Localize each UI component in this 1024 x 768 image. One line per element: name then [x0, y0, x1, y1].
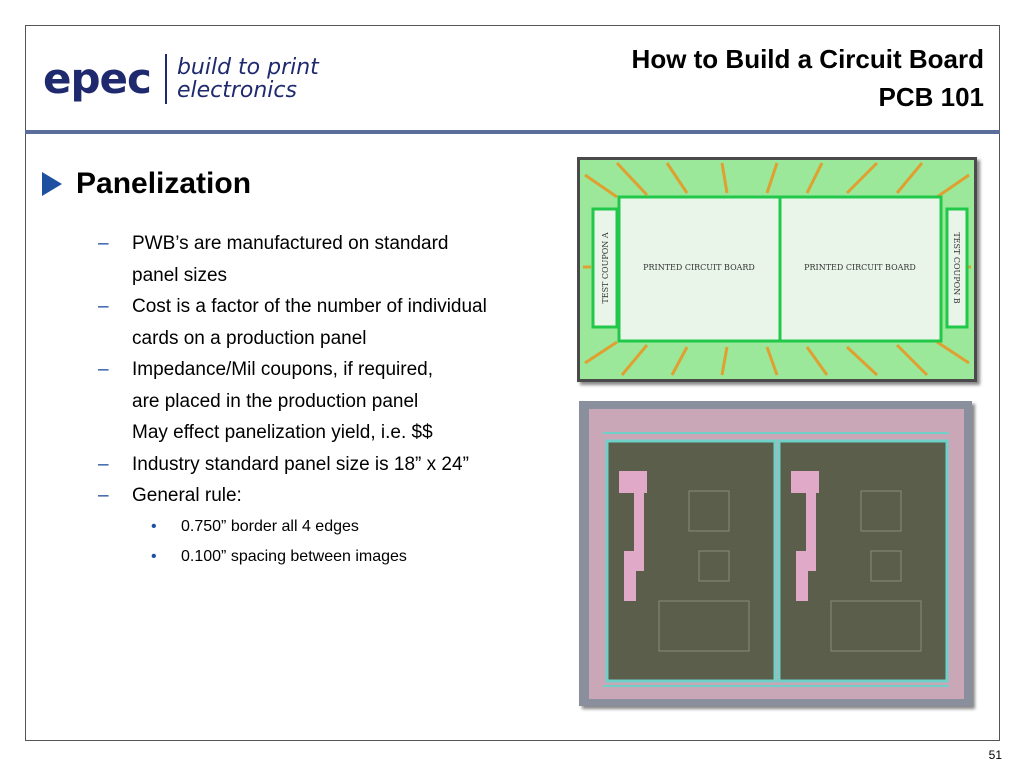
title-line-2: PCB 101 — [878, 82, 985, 112]
sub-bullet-text: 0.100” spacing between images — [181, 547, 407, 565]
bullet-text: panel sizes — [132, 264, 228, 286]
bullet-text: are placed in the production panel — [132, 390, 419, 412]
board-label-left: PRINTED CIRCUIT BOARD — [643, 263, 755, 272]
logo-divider — [164, 54, 167, 104]
bullet-text: Industry standard panel size is 18” x 24… — [132, 453, 469, 475]
title-line-1: How to Build a Circuit Board — [631, 44, 984, 74]
bullet-continuation: panel sizes — [98, 260, 578, 292]
header-rule — [25, 130, 1000, 134]
sub-bullet-item: • 0.100” spacing between images — [98, 542, 578, 572]
dash-icon: – — [98, 233, 109, 254]
dash-icon: – — [98, 485, 109, 506]
dash-icon: – — [98, 453, 109, 475]
test-coupon-a — [591, 207, 619, 329]
bullet-continuation: May effect panelization yield, i.e. $$ — [98, 417, 578, 449]
bullet-text: May effect panelization yield, i.e. $$ — [132, 422, 433, 443]
bullet-text: Cost is a factor of the number of indivi… — [132, 296, 487, 317]
bullet-item: – Impedance/Mil coupons, if required, — [98, 354, 578, 386]
sub-bullet-list: • 0.750” border all 4 edges • 0.100” spaci… — [98, 512, 578, 572]
bullet-item: – PWB’s are manufactured on standard — [98, 228, 578, 260]
bullet-item: – General rule: — [98, 480, 578, 512]
bullet-continuation: cards on a production panel — [98, 323, 578, 355]
coupon-label-a: TEST COUPON A — [601, 232, 610, 303]
bullet-item: – Cost is a factor of the number of indiv… — [98, 291, 578, 323]
bullet-text: PWB’s are manufactured on standard — [132, 233, 449, 254]
test-coupon-b — [945, 207, 969, 329]
play-arrow-icon — [42, 172, 62, 196]
logo-tagline-line1: build to print — [176, 55, 319, 80]
bullet-continuation: are placed in the production panel — [98, 386, 578, 418]
section-heading: Panelization — [76, 167, 252, 200]
dot-icon: • — [151, 547, 157, 565]
section-heading-row: Panelization — [42, 167, 251, 201]
bullet-text: cards on a production panel — [132, 327, 367, 349]
slide-title: How to Build a Circuit Board PCB 101 — [632, 40, 984, 116]
production-panel-photo — [579, 401, 972, 706]
dot-icon: • — [151, 517, 157, 535]
panel-rays — [583, 161, 971, 377]
panel-diagram: PRINTED CIRCUIT BOARD PRINTED CIRCUIT BO… — [577, 157, 977, 382]
trace-pattern — [658, 490, 922, 652]
logo-tagline-line2: electronics — [176, 78, 297, 103]
dash-icon: – — [98, 359, 109, 380]
board-label-right: PRINTED CIRCUIT BOARD — [804, 263, 916, 272]
logo-wordmark: epec — [43, 54, 152, 103]
sub-bullet-text: 0.750” border all 4 edges — [181, 517, 359, 535]
logo-tagline: build to print electronics — [177, 56, 319, 102]
bullet-item: – Industry standard panel size is 18” x 2… — [98, 449, 578, 481]
bullet-list: – PWB’s are manufactured on standard pane… — [98, 228, 578, 572]
page-number: 51 — [988, 748, 1002, 762]
sub-bullet-item: • 0.750” border all 4 edges — [98, 512, 578, 542]
bullet-text: Impedance/Mil coupons, if required, — [132, 359, 433, 380]
bullet-text: General rule: — [132, 485, 242, 506]
copper-pads — [619, 471, 819, 601]
dash-icon: – — [98, 296, 109, 317]
epec-logo: epec build to print electronics — [43, 48, 319, 110]
coupon-label-b: TEST COUPON B — [952, 232, 961, 303]
